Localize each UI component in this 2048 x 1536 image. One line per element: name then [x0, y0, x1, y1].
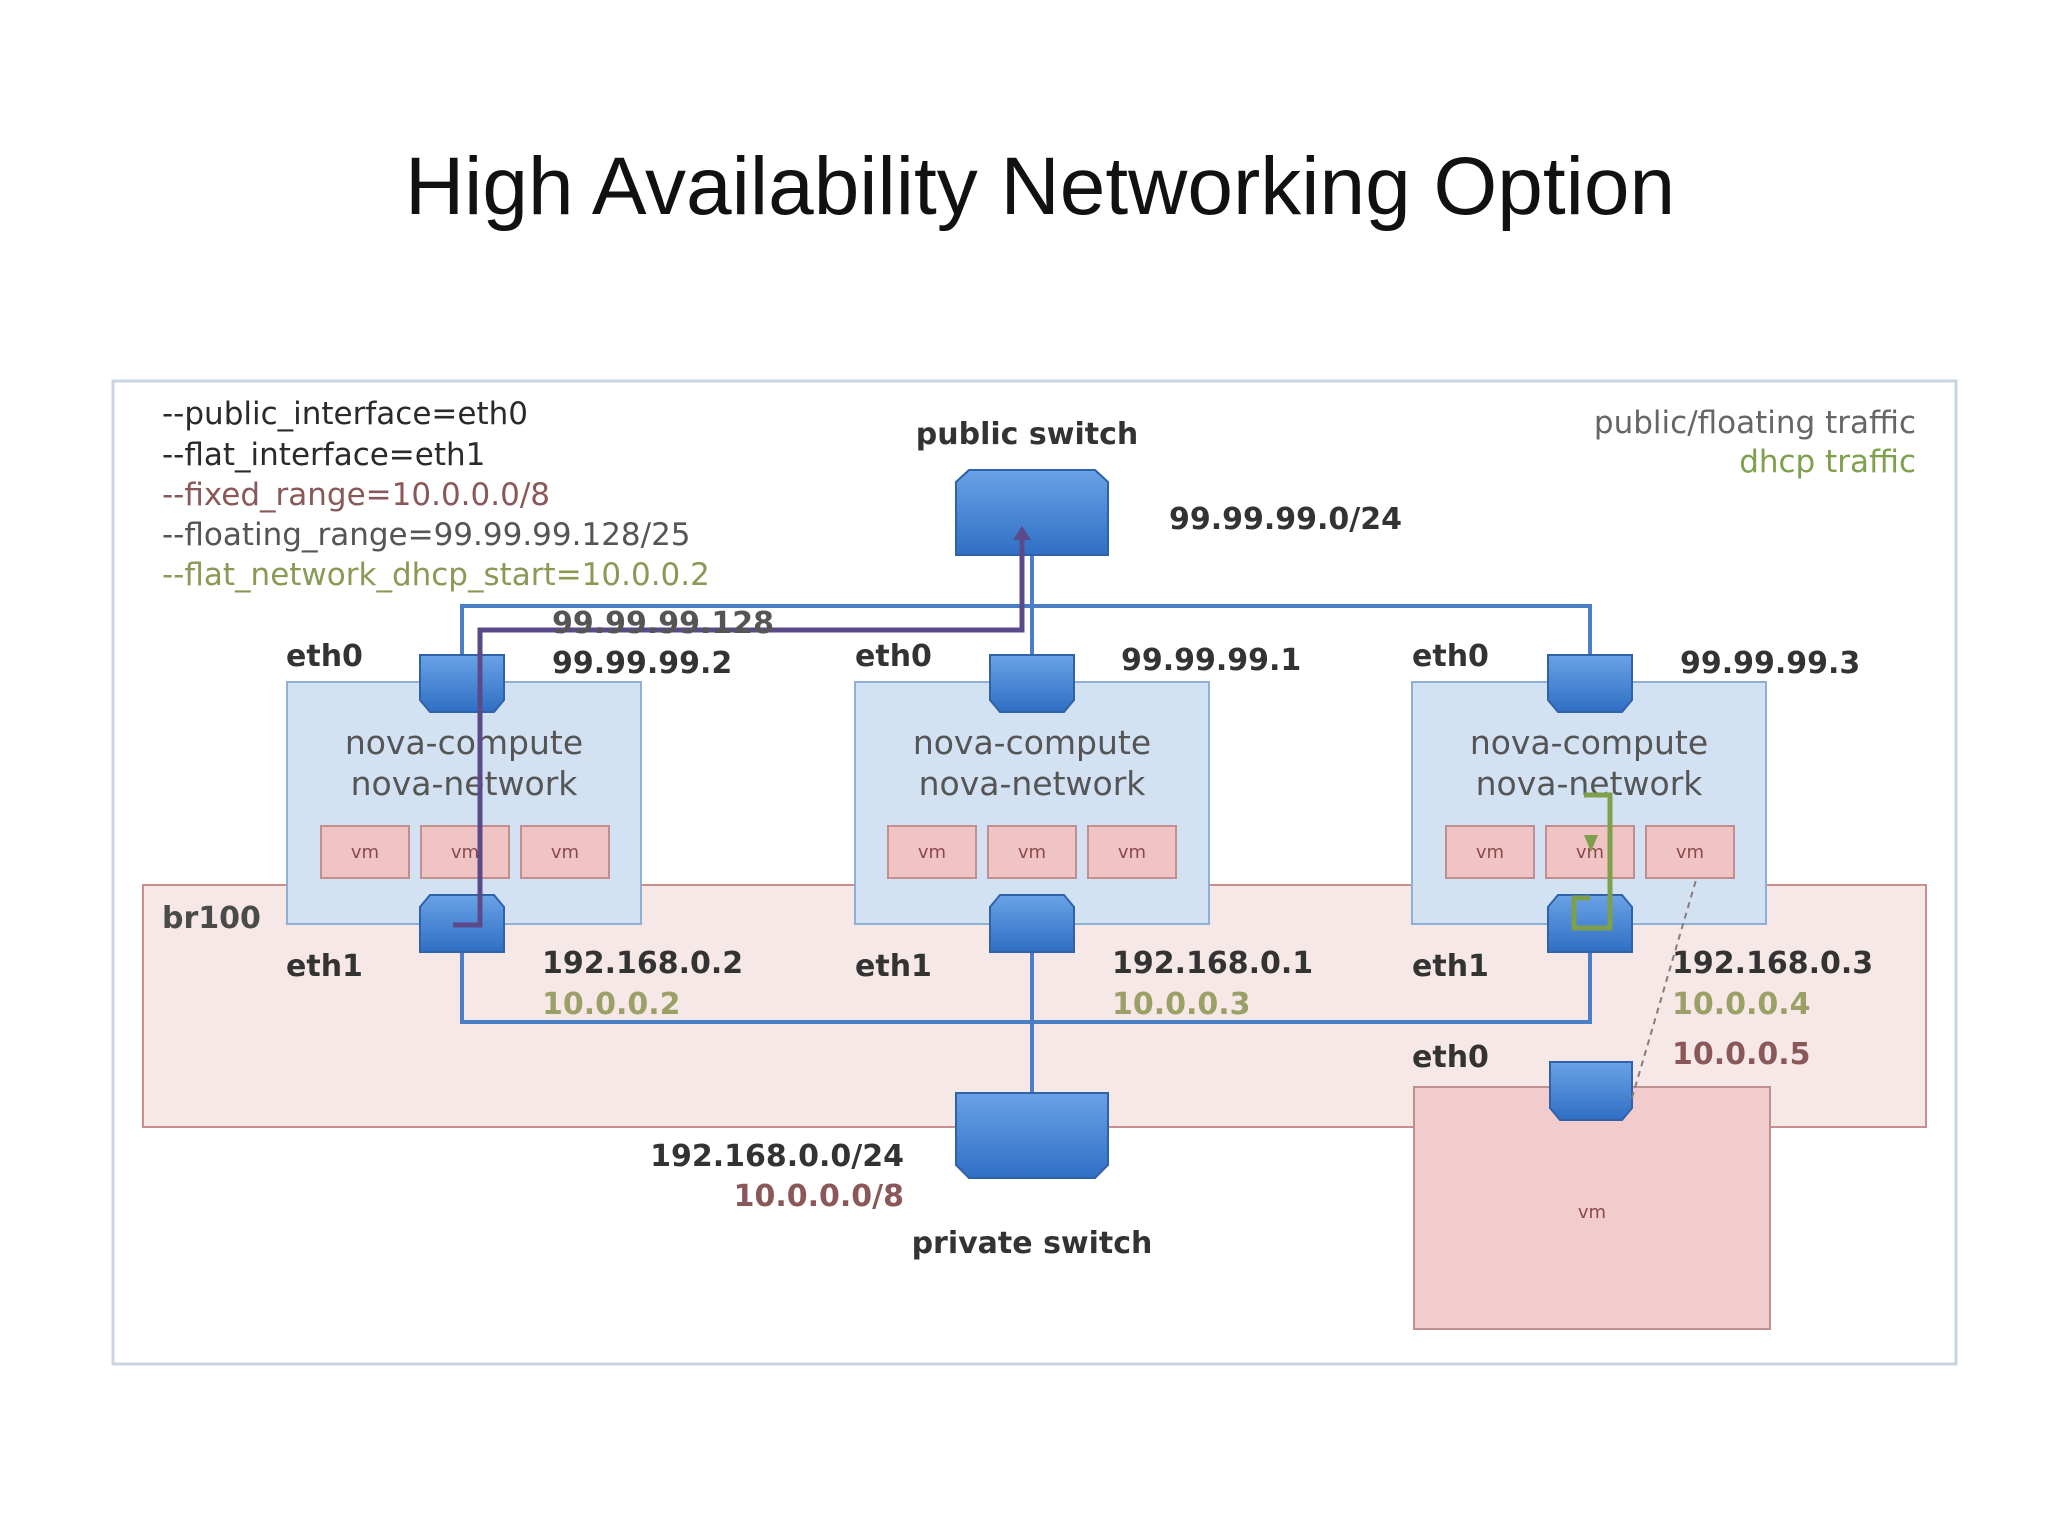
host-1-eth0-label: eth0: [286, 639, 363, 674]
host-2-vms: vm vm vm: [887, 825, 1177, 879]
host-2-eth0-label: eth0: [855, 639, 932, 674]
host-3-service-compute: nova-compute: [1470, 723, 1708, 762]
legend-public-floating: public/floating traffic: [1594, 405, 1916, 441]
host-1-fixed-ip: 10.0.0.2: [542, 987, 681, 1022]
private-subnet: 192.168.0.0/24: [650, 1139, 904, 1174]
host-3-eth0-port[interactable]: [1547, 654, 1633, 713]
host-3-eth0-label: eth0: [1412, 639, 1489, 674]
flag-flat-interface: --flat_interface=eth1: [162, 437, 485, 473]
vm-large-link: [1631, 879, 1697, 1099]
vm-1-1[interactable]: [320, 825, 410, 879]
host-3[interactable]: [1411, 681, 1767, 925]
dhcp-traffic-arrow: [1584, 835, 1598, 852]
host-2-eth1-label: eth1: [855, 949, 932, 984]
vm-large[interactable]: [1413, 1086, 1771, 1330]
host-2-eth0-port[interactable]: [989, 654, 1075, 713]
vm-3-2-label: vm: [1576, 842, 1604, 863]
host-2-service-compute: nova-compute: [913, 723, 1151, 762]
host-1-service-network: nova-network: [351, 764, 579, 803]
private-network-line: [460, 952, 1592, 1024]
br100-label: br100: [162, 901, 261, 936]
vm-3-1[interactable]: [1445, 825, 1535, 879]
vm-1-3[interactable]: [520, 825, 610, 879]
host-1[interactable]: [286, 681, 642, 925]
public-floating-traffic-arrow: [1013, 526, 1031, 540]
vm-2-2[interactable]: [987, 825, 1077, 879]
vm-1-3-label: vm: [551, 842, 579, 863]
vm-2-1-label: vm: [918, 842, 946, 863]
vm-large-eth0-port[interactable]: [1549, 1061, 1633, 1121]
host-1-eth0-port[interactable]: [419, 654, 505, 713]
host-1-private-ip: 192.168.0.2: [542, 946, 743, 981]
host-2[interactable]: [854, 681, 1210, 925]
private-switch-label: private switch: [912, 1226, 1153, 1261]
host-1-eth1-label: eth1: [286, 949, 363, 984]
vm-2-1[interactable]: [887, 825, 977, 879]
dhcp-traffic-path: [1571, 792, 1613, 931]
host-1-service-compute: nova-compute: [345, 723, 583, 762]
vm-3-3[interactable]: [1645, 825, 1735, 879]
public-subnet: 99.99.99.0/24: [1169, 502, 1402, 537]
vm-2-3[interactable]: [1087, 825, 1177, 879]
vm-1-2[interactable]: [420, 825, 510, 879]
slide-title: High Availability Networking Option: [404, 141, 1676, 232]
host-1-vms: vm vm vm: [320, 825, 610, 879]
flag-fixed-range: --fixed_range=10.0.0.0/8: [162, 477, 550, 513]
vm-large-eth0-label: eth0: [1412, 1040, 1489, 1075]
private-fixed-range: 10.0.0.0/8: [734, 1179, 904, 1214]
host-3-public-ip: 99.99.99.3: [1680, 646, 1860, 681]
vm-1-2-label: vm: [451, 842, 479, 863]
vm-1-1-label: vm: [351, 842, 379, 863]
public-floating-traffic-path: [453, 538, 1025, 928]
private-switch[interactable]: [955, 1092, 1109, 1179]
host-3-eth1-port[interactable]: [1547, 894, 1633, 953]
floating-ip: 99.99.99.128: [552, 606, 774, 641]
vm-3-2[interactable]: [1545, 825, 1635, 879]
flag-floating-range: --floating_range=99.99.99.128/25: [162, 517, 691, 553]
host-2-fixed-ip: 10.0.0.3: [1112, 987, 1251, 1022]
public-switch-label: public switch: [916, 417, 1138, 452]
flag-dhcp-start: --flat_network_dhcp_start=10.0.0.2: [162, 557, 710, 593]
host-3-private-ip: 192.168.0.3: [1672, 946, 1873, 981]
host-2-public-ip: 99.99.99.1: [1121, 643, 1301, 678]
vm-2-2-label: vm: [1018, 842, 1046, 863]
vm-2-3-label: vm: [1118, 842, 1146, 863]
host-2-private-ip: 192.168.0.1: [1112, 946, 1313, 981]
flag-public-interface: --public_interface=eth0: [162, 396, 528, 432]
vm-large-label: vm: [1578, 1202, 1606, 1223]
host-3-eth1-label: eth1: [1412, 949, 1489, 984]
vm-3-1-label: vm: [1476, 842, 1504, 863]
host-2-service-network: nova-network: [919, 764, 1147, 803]
host-2-eth1-port[interactable]: [989, 894, 1075, 953]
host-1-public-ip: 99.99.99.2: [552, 646, 732, 681]
legend-dhcp: dhcp traffic: [1739, 444, 1916, 480]
vm-3-3-label: vm: [1676, 842, 1704, 863]
host-3-fixed-ip: 10.0.0.4: [1672, 987, 1811, 1022]
public-network-line: [460, 604, 1592, 655]
vm-large-ip: 10.0.0.5: [1672, 1037, 1811, 1072]
public-switch[interactable]: [955, 469, 1109, 556]
host-3-vms: vm vm vm: [1445, 825, 1735, 879]
